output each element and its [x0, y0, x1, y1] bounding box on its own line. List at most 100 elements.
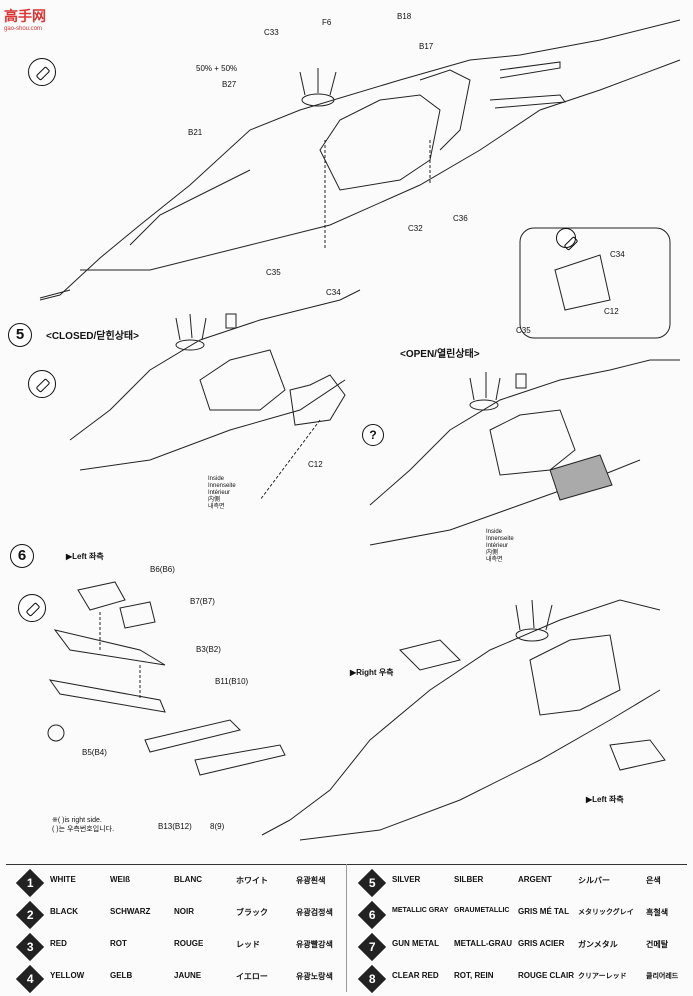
color-jp: ブラック: [236, 908, 268, 917]
color-fr: ROUGE: [174, 939, 204, 948]
legend-row-4: 4 YELLOW GELB JAUNE イエロー 유광노랑색 8 CLEAR R…: [6, 964, 687, 995]
color-kr: 유광노랑색: [296, 972, 333, 981]
cement-icon: [28, 370, 56, 398]
color-number-badge: 6: [357, 900, 387, 930]
right-side-note: ※( )is right side.( )는 우측번호입니다.: [52, 817, 115, 833]
color-fr: ARGENT: [518, 875, 552, 884]
cement-icon: [556, 228, 576, 248]
color-number-badge: 4: [15, 964, 45, 994]
part-b18: B18: [397, 12, 412, 21]
color-en: YELLOW: [50, 971, 85, 980]
color-number-badge: 8: [357, 964, 387, 994]
part-b7: B7(B7): [190, 597, 215, 606]
side-left-label-bottom: ▶Left 좌측: [586, 795, 624, 804]
watermark-logo: 高手网 gao-shou.com: [4, 6, 46, 32]
color-jp: シルバー: [578, 876, 610, 885]
part-c12-open: C12: [604, 307, 619, 316]
part-c34-open: C34: [610, 250, 625, 259]
color-jp: レッド: [236, 940, 260, 949]
part-c35-closed: C35: [266, 268, 281, 277]
color-jp: イエロー: [236, 972, 268, 981]
part-c36: C36: [453, 214, 468, 223]
color-de: ROT: [110, 939, 127, 948]
instruction-illustrations: [39, 19, 681, 841]
cement-icon: [28, 58, 56, 86]
color-de: SCHWARZ: [110, 907, 151, 916]
color-kr: 은색: [646, 876, 661, 885]
color-de: ROT, REIN: [454, 971, 494, 980]
part-b8: 8(9): [210, 822, 225, 831]
color-de: GELB: [110, 971, 133, 980]
color-de: METALL-GRAU: [454, 939, 513, 948]
color-legend: 1 WHITE WEIß BLANC ホワイト 유광흰색 5 SILVER SI…: [6, 864, 687, 995]
mix-ratio-note: 50% + 50%: [196, 64, 238, 73]
color-kr: 건메탈: [646, 940, 669, 949]
part-b21: B21: [188, 128, 203, 137]
legend-row-3: 3 RED ROT ROUGE レッド 유광빨강색 7 GUN METAL ME…: [6, 932, 687, 963]
part-b27: B27: [222, 80, 237, 89]
color-number-badge: 7: [357, 932, 387, 962]
helicopter-closed-drawing: [69, 289, 361, 501]
closed-state-heading: <CLOSED/닫힌상태>: [46, 331, 139, 342]
color-jp: ホワイト: [236, 876, 268, 885]
color-de: SILBER: [454, 875, 484, 884]
color-number-badge: 2: [15, 900, 45, 930]
color-en: CLEAR RED: [392, 971, 439, 980]
open-state-heading: <OPEN/열린상태>: [400, 349, 480, 360]
part-c33: C33: [264, 28, 279, 37]
part-b6: B6(B6): [150, 565, 175, 574]
part-c34-closed: C34: [326, 288, 341, 297]
color-number-badge: 1: [15, 868, 45, 898]
part-f6: F6: [322, 18, 332, 27]
color-kr: 클리어레드: [646, 973, 679, 980]
step-6-marker: 6: [10, 544, 34, 568]
part-b13: B13(B12): [158, 822, 192, 831]
color-kr: 유광흰색: [296, 876, 326, 885]
side-left-label: ▶Left 좌측: [66, 552, 104, 561]
color-kr: 흑철색: [646, 908, 669, 917]
legend-divider: [346, 864, 347, 992]
color-jp: ガンメタル: [578, 940, 618, 949]
color-fr: NOIR: [174, 907, 194, 916]
color-kr: 유광검정색: [296, 908, 333, 917]
part-b3: B3(B2): [196, 645, 221, 654]
legend-row-1: 1 WHITE WEIß BLANC ホワイト 유광흰색 5 SILVER SI…: [6, 868, 687, 899]
part-c12-closed: C12: [308, 460, 323, 469]
side-right-label: ▶Right 우측: [350, 668, 394, 677]
part-b5: B5(B4): [82, 748, 107, 757]
color-fr: JAUNE: [174, 971, 202, 980]
color-jp: メタリックグレイ: [578, 909, 634, 916]
color-fr: GRIS MÉ TAL: [518, 907, 569, 916]
legend-row-2: 2 BLACK SCHWARZ NOIR ブラック 유광검정색 6 METALL…: [6, 900, 687, 931]
wing-parts-drawing: [47, 581, 286, 776]
color-fr: GRIS ACIER: [518, 939, 565, 948]
color-fr: BLANC: [174, 875, 202, 884]
part-c35-open: C35: [516, 326, 531, 335]
color-en: GUN METAL: [392, 939, 439, 948]
color-en: SILVER: [392, 875, 421, 884]
part-b17: B17: [419, 42, 434, 51]
color-de: GRAUMETALLIC: [454, 907, 510, 914]
helicopter-open-drawing: [369, 227, 680, 546]
question-icon: ?: [362, 424, 384, 446]
color-number-badge: 3: [15, 932, 45, 962]
part-b11: B11(B10): [215, 677, 249, 686]
color-en: BLACK: [50, 907, 78, 916]
watermark-brand: 高手网: [4, 8, 46, 24]
color-jp: クリアーレッド: [578, 973, 627, 980]
color-en: METALLIC GRAY: [392, 907, 449, 914]
watermark-url: gao-shou.com: [4, 26, 43, 32]
color-en: WHITE: [50, 875, 76, 884]
color-kr: 유광빨강색: [296, 940, 333, 949]
color-fr: ROUGE CLAIR: [518, 971, 574, 980]
helicopter-bottom-drawing: [261, 599, 666, 841]
step-5-marker: 5: [8, 323, 32, 347]
cement-icon: [18, 594, 46, 622]
helicopter-top-drawing: [39, 19, 681, 301]
color-de: WEIß: [110, 875, 130, 884]
color-en: RED: [50, 939, 67, 948]
part-c32: C32: [408, 224, 423, 233]
color-number-badge: 5: [357, 868, 387, 898]
